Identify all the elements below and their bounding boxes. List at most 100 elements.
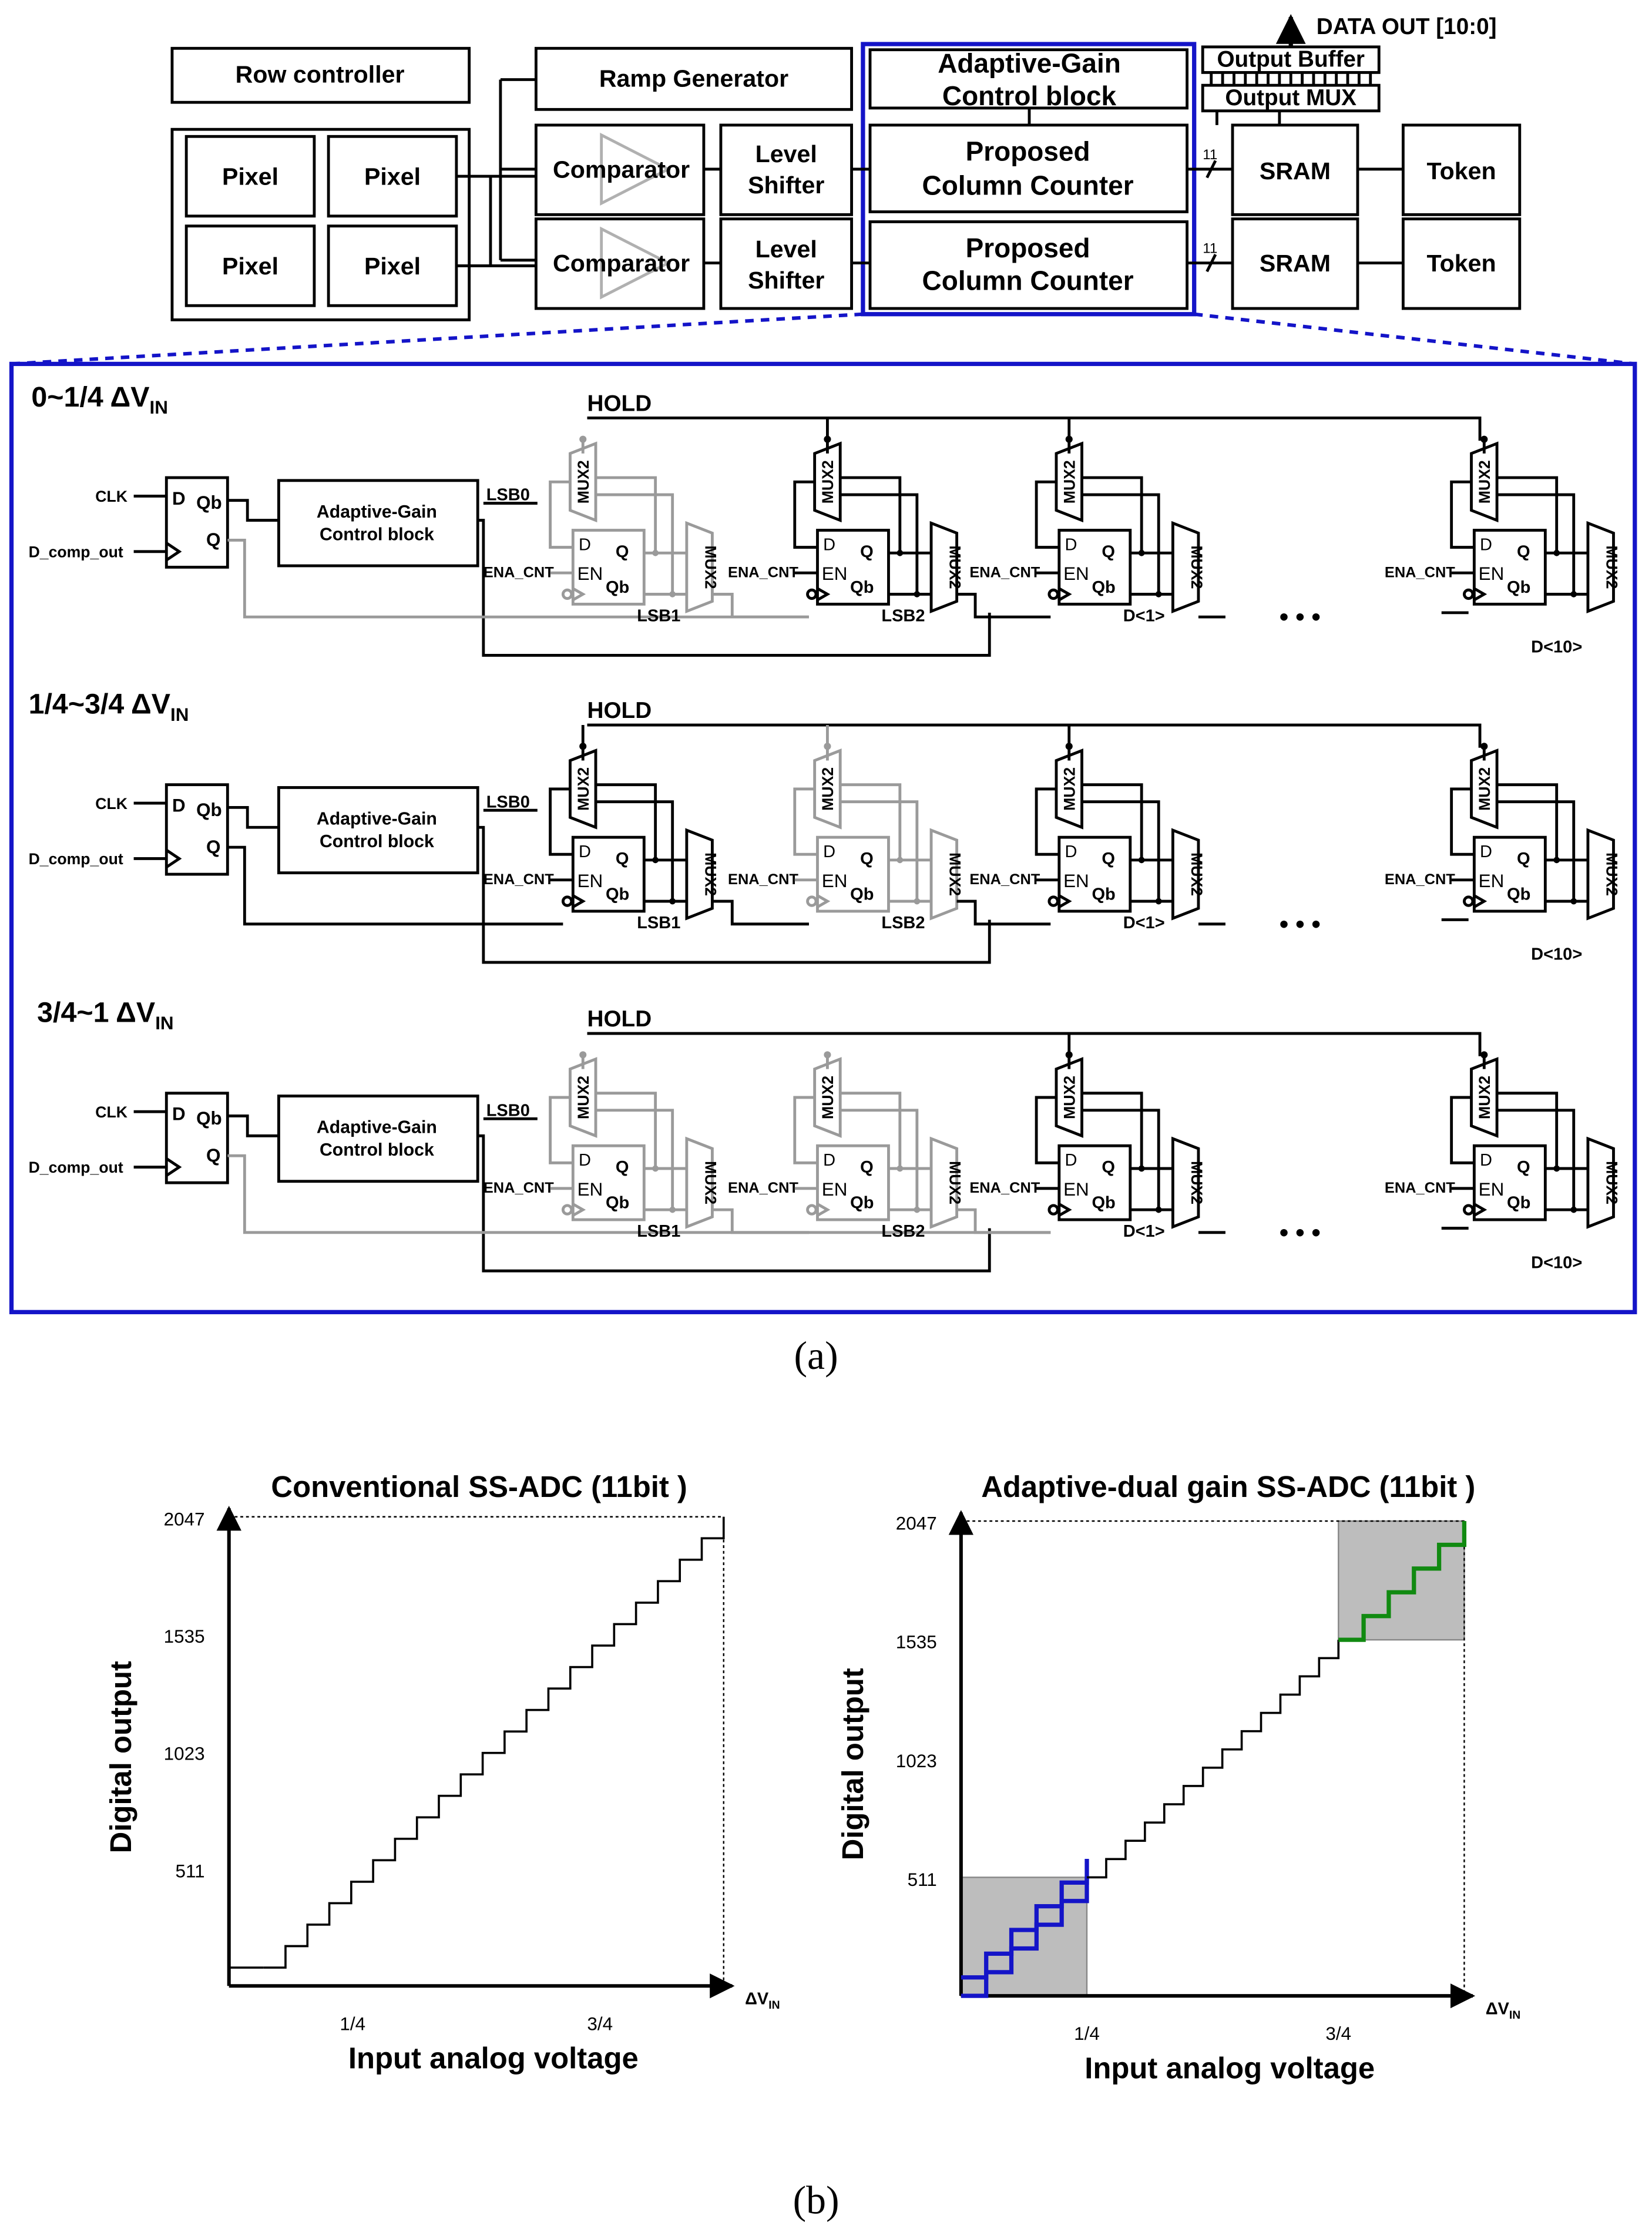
- proposed-label: Proposed: [966, 233, 1090, 263]
- hold-label: HOLD: [587, 1006, 652, 1032]
- chain-wire: [956, 1208, 1051, 1234]
- column-counter-label: Column Counter: [922, 170, 1134, 200]
- dff-q-pin: Q: [616, 850, 629, 868]
- dff-q-pin: Q: [206, 529, 220, 550]
- dff-lsb1: [571, 835, 646, 913]
- bus-width-label: 11: [1203, 241, 1217, 257]
- junction: [1553, 857, 1560, 864]
- bit-label: D<1>: [1123, 914, 1165, 932]
- dff-qb-pin: Qb: [1092, 578, 1115, 597]
- mux2-label: MUX2: [1060, 460, 1078, 503]
- ena-cnt-label: ENA_CNT: [969, 564, 1040, 580]
- junction: [669, 1206, 676, 1213]
- mux2-shape: [1470, 748, 1499, 830]
- junction: [896, 857, 904, 864]
- junction: [1570, 898, 1577, 905]
- mux2-shape: [929, 521, 959, 613]
- y-tick-label: 2047: [164, 1509, 205, 1529]
- mux2-label: MUX2: [946, 1161, 964, 1204]
- agc-label: Adaptive-Gain: [317, 1117, 437, 1137]
- mux2-label: MUX2: [946, 545, 964, 589]
- wire: [793, 439, 932, 596]
- hold-label: HOLD: [587, 391, 652, 416]
- shifter-label: Shifter: [748, 267, 824, 294]
- dff-en-pin: EN: [822, 563, 848, 584]
- mux2-shape: [569, 748, 597, 830]
- bit-label: D<10>: [1531, 1253, 1582, 1272]
- highlight-box: [861, 42, 1197, 317]
- y-tick-label: 2047: [896, 1513, 937, 1534]
- dff-en-pin: EN: [822, 1179, 848, 1200]
- x-axis-label: Input analog voltage: [1084, 2052, 1375, 2085]
- wire: [703, 167, 871, 265]
- dff-d-pin: D: [1480, 842, 1492, 861]
- dff-en-pin: EN: [577, 1179, 603, 1200]
- pixel-label: Pixel: [222, 253, 278, 280]
- bit-label: D<1>: [1123, 606, 1165, 625]
- mux2-label: MUX2: [1188, 1161, 1206, 1204]
- mux2-shape: [685, 828, 714, 921]
- y-tick-label: 1535: [164, 1626, 205, 1647]
- junction: [1553, 1165, 1560, 1172]
- dff-en-pin: EN: [1479, 871, 1505, 891]
- wire: [1357, 167, 1403, 265]
- clock-pin: [1058, 587, 1072, 602]
- mux2-shape: [1470, 1057, 1499, 1138]
- ena-cnt-label: ENA_CNT: [1385, 871, 1455, 888]
- dff-q-pin: Q: [860, 542, 874, 561]
- mux2-label: MUX2: [701, 1161, 719, 1204]
- bit-label: D<1>: [1123, 1222, 1165, 1241]
- wire: [1035, 1055, 1173, 1211]
- dff-lsb1: [571, 1144, 646, 1221]
- bit-label: LSB2: [881, 914, 925, 932]
- shifter-label: Shifter: [748, 172, 824, 199]
- agc-out-wire: [478, 825, 991, 964]
- wire: [549, 439, 687, 596]
- clock-bubble: [1463, 895, 1475, 907]
- junction: [914, 898, 921, 905]
- mux2-label: MUX2: [1060, 767, 1078, 811]
- pixel-label: Pixel: [222, 163, 278, 190]
- mux2-shape: [929, 1136, 959, 1229]
- junction: [1480, 1051, 1488, 1059]
- dff-qb-pin: Qb: [196, 1108, 222, 1129]
- lsb0-label: LSB0: [486, 486, 530, 505]
- mux2-label: MUX2: [575, 460, 592, 503]
- pixel-label: Pixel: [364, 163, 421, 190]
- ellipsis: • • •: [1280, 910, 1321, 938]
- clock-bubble: [1047, 1204, 1059, 1216]
- region-label: 3/4~1 ΔVIN: [37, 997, 174, 1033]
- dff-qb-pin: Qb: [850, 578, 874, 597]
- dff-d-pin: D: [172, 1104, 186, 1124]
- mux2-label: MUX2: [1476, 1076, 1493, 1119]
- x-axis-label: Input analog voltage: [348, 2042, 639, 2075]
- junction: [1138, 1165, 1145, 1172]
- mux2-label: MUX2: [1060, 1076, 1078, 1119]
- junction: [824, 1051, 831, 1059]
- level-label: Level: [756, 236, 817, 263]
- junction: [1480, 743, 1488, 750]
- mux2-label: MUX2: [1603, 1161, 1620, 1204]
- dff-d-pin: D: [1480, 535, 1492, 554]
- mux2-shape: [813, 441, 842, 523]
- bit-label: LSB2: [881, 1222, 925, 1241]
- comparator-triangle: [600, 132, 671, 206]
- mux2-shape: [813, 1057, 842, 1138]
- dff-qb-pin: Qb: [850, 1194, 874, 1213]
- dff-lsb1: [571, 529, 646, 606]
- junction: [579, 435, 587, 443]
- junction: [579, 1051, 587, 1059]
- mux2-label: MUX2: [575, 767, 592, 811]
- mux2-label: MUX2: [819, 460, 837, 503]
- ena-cnt-label: ENA_CNT: [483, 564, 554, 580]
- clock-bubble: [561, 588, 573, 600]
- agc-top-label: Adaptive-Gain: [938, 48, 1121, 78]
- dff-d1: [1057, 835, 1132, 913]
- input-dff: [164, 476, 229, 569]
- dff-lsb2: [816, 1144, 890, 1221]
